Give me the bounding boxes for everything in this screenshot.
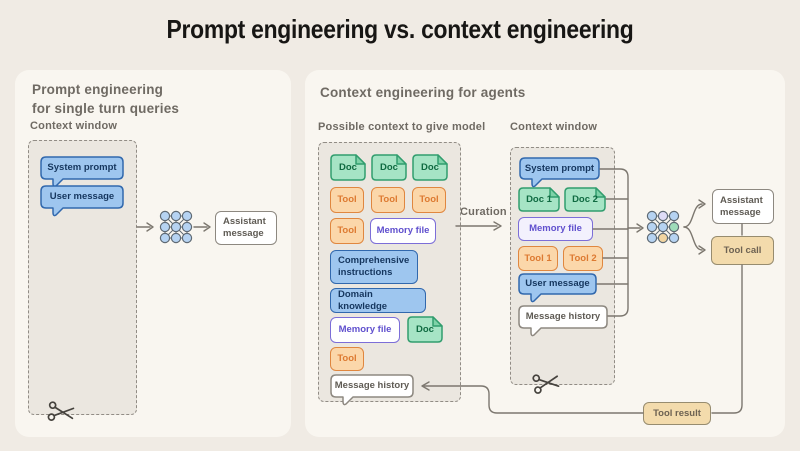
system-prompt-chip: System prompt bbox=[40, 156, 124, 188]
message-history-chip: Message history bbox=[518, 305, 608, 337]
chip-label: Memory file bbox=[338, 324, 392, 336]
domain-knowledge-chip: Domain knowledge bbox=[330, 288, 426, 313]
comprehensive-instructions-chip: Comprehensive instructions bbox=[330, 250, 418, 284]
tool-chip: Tool bbox=[330, 187, 364, 213]
chip-label: System prompt bbox=[47, 162, 117, 174]
possible-context-label: Possible context to give model bbox=[318, 121, 486, 133]
chip-label: Doc bbox=[380, 161, 398, 173]
chip-label: System prompt bbox=[524, 162, 595, 174]
chip-label: Memory file bbox=[529, 223, 582, 235]
chip-label: Tool 2 bbox=[569, 252, 597, 264]
tool-chip: Tool bbox=[330, 218, 364, 244]
chip-label: Tool bbox=[337, 353, 357, 365]
tool-chip: Tool bbox=[330, 347, 364, 371]
chip-label: Tool 1 bbox=[524, 252, 552, 264]
doc-chip: Doc bbox=[407, 316, 443, 343]
doc-chip: Doc bbox=[330, 154, 366, 181]
chip-label: Domain knowledge bbox=[338, 288, 388, 312]
chip-label: Tool bbox=[419, 194, 439, 206]
chip-label: Tool bbox=[337, 194, 357, 206]
user-message-chip: User message bbox=[518, 273, 597, 303]
chip-label: Assistant message bbox=[223, 216, 266, 239]
chip-label: Memory file bbox=[376, 225, 430, 237]
assistant-message-box: Assistant message bbox=[215, 211, 277, 245]
chip-label: Doc bbox=[339, 161, 357, 173]
tool-1-chip: Tool 1 bbox=[518, 246, 558, 271]
memory-file-chip: Memory file bbox=[518, 217, 593, 241]
chip-label: Message history bbox=[334, 380, 410, 392]
left-context-window-box bbox=[28, 140, 137, 415]
tool-call-box: Tool call bbox=[711, 236, 774, 265]
chip-label: Message history bbox=[525, 311, 601, 323]
chip-label: Assistant message bbox=[720, 194, 763, 218]
memory-file-chip: Memory file bbox=[330, 317, 400, 343]
message-history-chip: Message history bbox=[330, 374, 414, 406]
tool-chip: Tool bbox=[371, 187, 405, 213]
chip-label: Comprehensive instructions bbox=[338, 255, 410, 278]
memory-file-chip: Memory file bbox=[370, 218, 436, 244]
doc-2-chip: Doc 2 bbox=[564, 187, 606, 212]
right-context-window-label: Context window bbox=[510, 121, 598, 133]
assistant-message-box: Assistant message bbox=[712, 189, 774, 224]
curation-label: Curation bbox=[460, 206, 507, 218]
right-panel-heading: Context engineering for agents bbox=[320, 85, 526, 100]
chip-label: Tool result bbox=[653, 407, 701, 419]
chip-label: Doc bbox=[421, 161, 439, 173]
tool-2-chip: Tool 2 bbox=[563, 246, 603, 271]
chip-label: Doc 1 bbox=[526, 193, 552, 205]
chip-label: Doc 2 bbox=[572, 193, 598, 205]
tool-chip: Tool bbox=[412, 187, 446, 213]
chip-label: Tool bbox=[378, 194, 398, 206]
chip-label: Tool bbox=[337, 225, 357, 237]
chip-label: Doc bbox=[416, 323, 434, 335]
left-context-window-label: Context window bbox=[30, 120, 118, 132]
left-panel-heading: Prompt engineering for single turn queri… bbox=[32, 82, 180, 116]
tool-result-box: Tool result bbox=[643, 402, 711, 425]
user-message-chip: User message bbox=[40, 185, 124, 217]
page-title: Prompt engineering vs. context engineeri… bbox=[166, 14, 634, 44]
doc-chip: Doc bbox=[412, 154, 448, 181]
chip-label: User message bbox=[49, 191, 115, 203]
chip-label: User message bbox=[525, 278, 590, 290]
doc-1-chip: Doc 1 bbox=[518, 187, 560, 212]
doc-chip: Doc bbox=[371, 154, 407, 181]
chip-label: Tool call bbox=[723, 244, 762, 256]
system-prompt-chip: System prompt bbox=[519, 157, 600, 188]
